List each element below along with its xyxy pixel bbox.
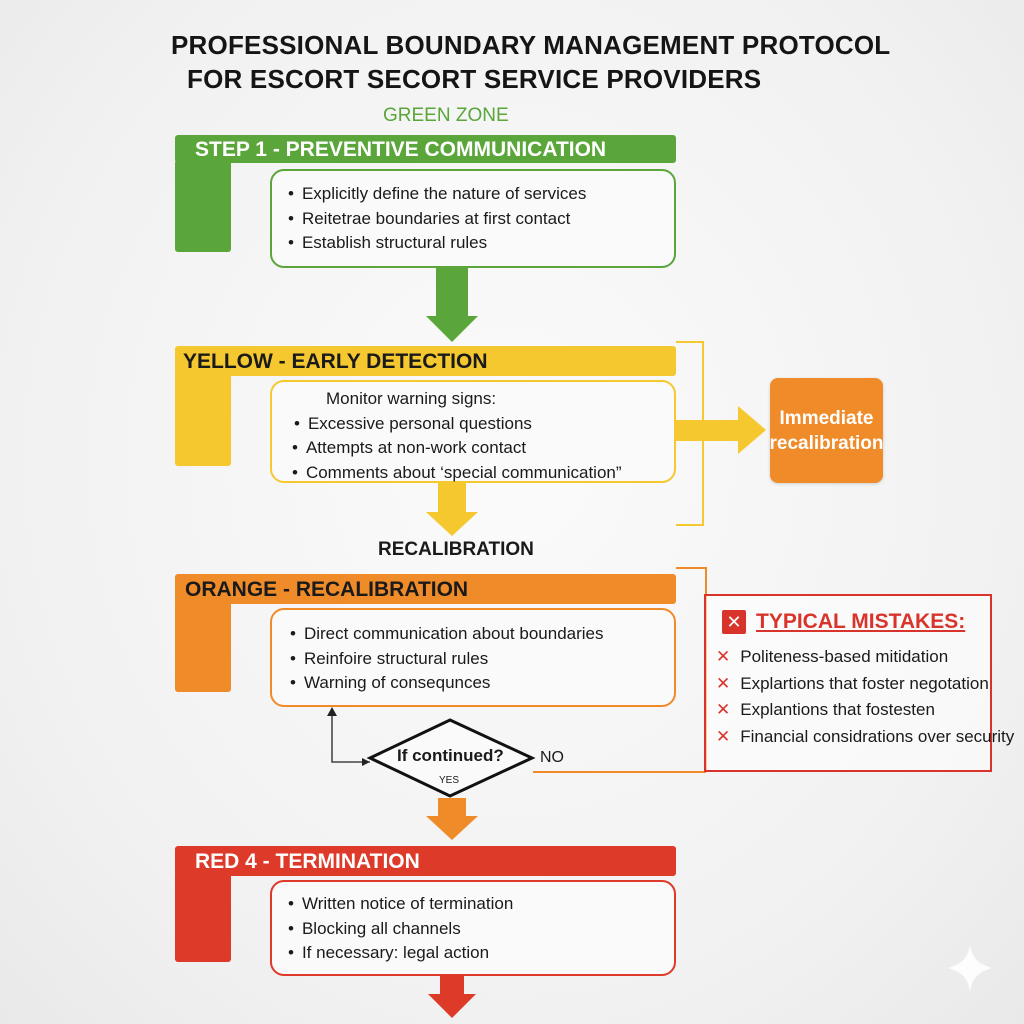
x-box-icon: ✕ xyxy=(722,610,746,634)
decision-yes-label: YES xyxy=(439,775,460,786)
yellow-item: Attempts at non-work contact xyxy=(292,436,674,461)
arrow-red-down xyxy=(428,976,476,1018)
orange-item: Reinfoire structural rules xyxy=(290,647,674,672)
mistake-item: ✕Explantions that fostesten xyxy=(716,700,935,719)
yellow-item: Excessive personal questions xyxy=(292,412,674,437)
x-icon: ✕ xyxy=(716,673,731,693)
orange-item: Warning of consequnces xyxy=(290,671,674,696)
side-box-line-2: recalibration xyxy=(769,432,884,454)
red-stage-header: RED 4 - TERMINATION xyxy=(195,850,420,873)
sparkle-watermark-icon xyxy=(948,944,992,992)
recalibration-label: RECALIBRATION xyxy=(378,539,534,560)
x-icon: ✕ xyxy=(716,700,731,719)
arrow-yellow-to-side-box xyxy=(676,406,766,454)
orange-stage-header: ORANGE - RECALIBRATION xyxy=(185,578,469,601)
green-stage-header-bar xyxy=(175,135,676,163)
page-title-line-2: FOR ESCORT SECORT SERVICE PROVIDERS xyxy=(187,64,762,94)
decision-feedback-line xyxy=(331,712,370,763)
yellow-intro: Monitor warning signs: xyxy=(326,389,497,408)
red-stage-header-bar xyxy=(175,846,676,876)
red-item: Blocking all channels xyxy=(288,917,674,942)
orange-stage-content: Direct communication about boundaries Re… xyxy=(270,608,676,707)
yellow-stage-block xyxy=(175,372,231,466)
yellow-stage-header: YELLOW - EARLY DETECTION xyxy=(183,350,488,373)
green-stage-header: STEP 1 - PREVENTIVE COMMUNICATION xyxy=(195,138,607,161)
green-item: Explicitly define the nature of services xyxy=(288,182,674,207)
green-zone-label: GREEN ZONE xyxy=(383,105,509,126)
x-icon: ✕ xyxy=(716,647,731,666)
orange-loop-line xyxy=(676,567,707,770)
yellow-stage-header-bar xyxy=(175,346,676,376)
mistake-item: ✕Politeness-based mitidation xyxy=(716,647,949,666)
mistakes-title-row: ✕ TYPICAL MISTAKES: xyxy=(722,610,965,634)
green-item: Establish structural rules xyxy=(288,231,674,256)
yellow-item: Comments about ‘special communication” xyxy=(292,461,674,486)
green-stage-block xyxy=(175,160,231,252)
typical-mistakes-panel: ✕ TYPICAL MISTAKES: ✕Politeness-based mi… xyxy=(704,594,1014,772)
mistake-item: ✕Financial considrations over security xyxy=(716,726,1015,746)
arrow-green-to-yellow xyxy=(426,268,478,342)
red-stage-content: Written notice of termination Blocking a… xyxy=(270,880,676,976)
page-title-line-1: PROFESSIONAL BOUNDARY MANAGEMENT PROTOCO… xyxy=(171,30,891,60)
decision-diamond xyxy=(366,718,536,798)
orange-stage-header-bar xyxy=(175,574,676,604)
red-item: Written notice of termination xyxy=(288,892,674,917)
side-box-line-1: Immediate xyxy=(779,407,874,429)
orange-stage-block xyxy=(175,600,231,692)
red-stage-block xyxy=(175,872,231,962)
mistakes-title: TYPICAL MISTAKES: xyxy=(756,610,966,633)
green-stage-content: Explicitly define the nature of services… xyxy=(270,169,676,268)
decision-no-label: NO xyxy=(540,749,564,766)
immediate-recalibration-box: Immediate recalibration xyxy=(769,378,884,483)
green-item: Reitetrae boundaries at first contact xyxy=(288,207,674,232)
arrow-yellow-to-orange xyxy=(426,483,478,536)
arrow-orange-to-red xyxy=(426,798,478,840)
mistake-item: ✕Explartions that foster negotation xyxy=(716,673,989,693)
red-item: If necessary: legal action xyxy=(288,941,674,966)
orange-item: Direct communication about boundaries xyxy=(290,622,674,647)
x-icon: ✕ xyxy=(716,726,731,746)
yellow-stage-content: Monitor warning signs: Excessive persona… xyxy=(270,380,676,483)
decision-question: If continued? xyxy=(397,746,504,765)
